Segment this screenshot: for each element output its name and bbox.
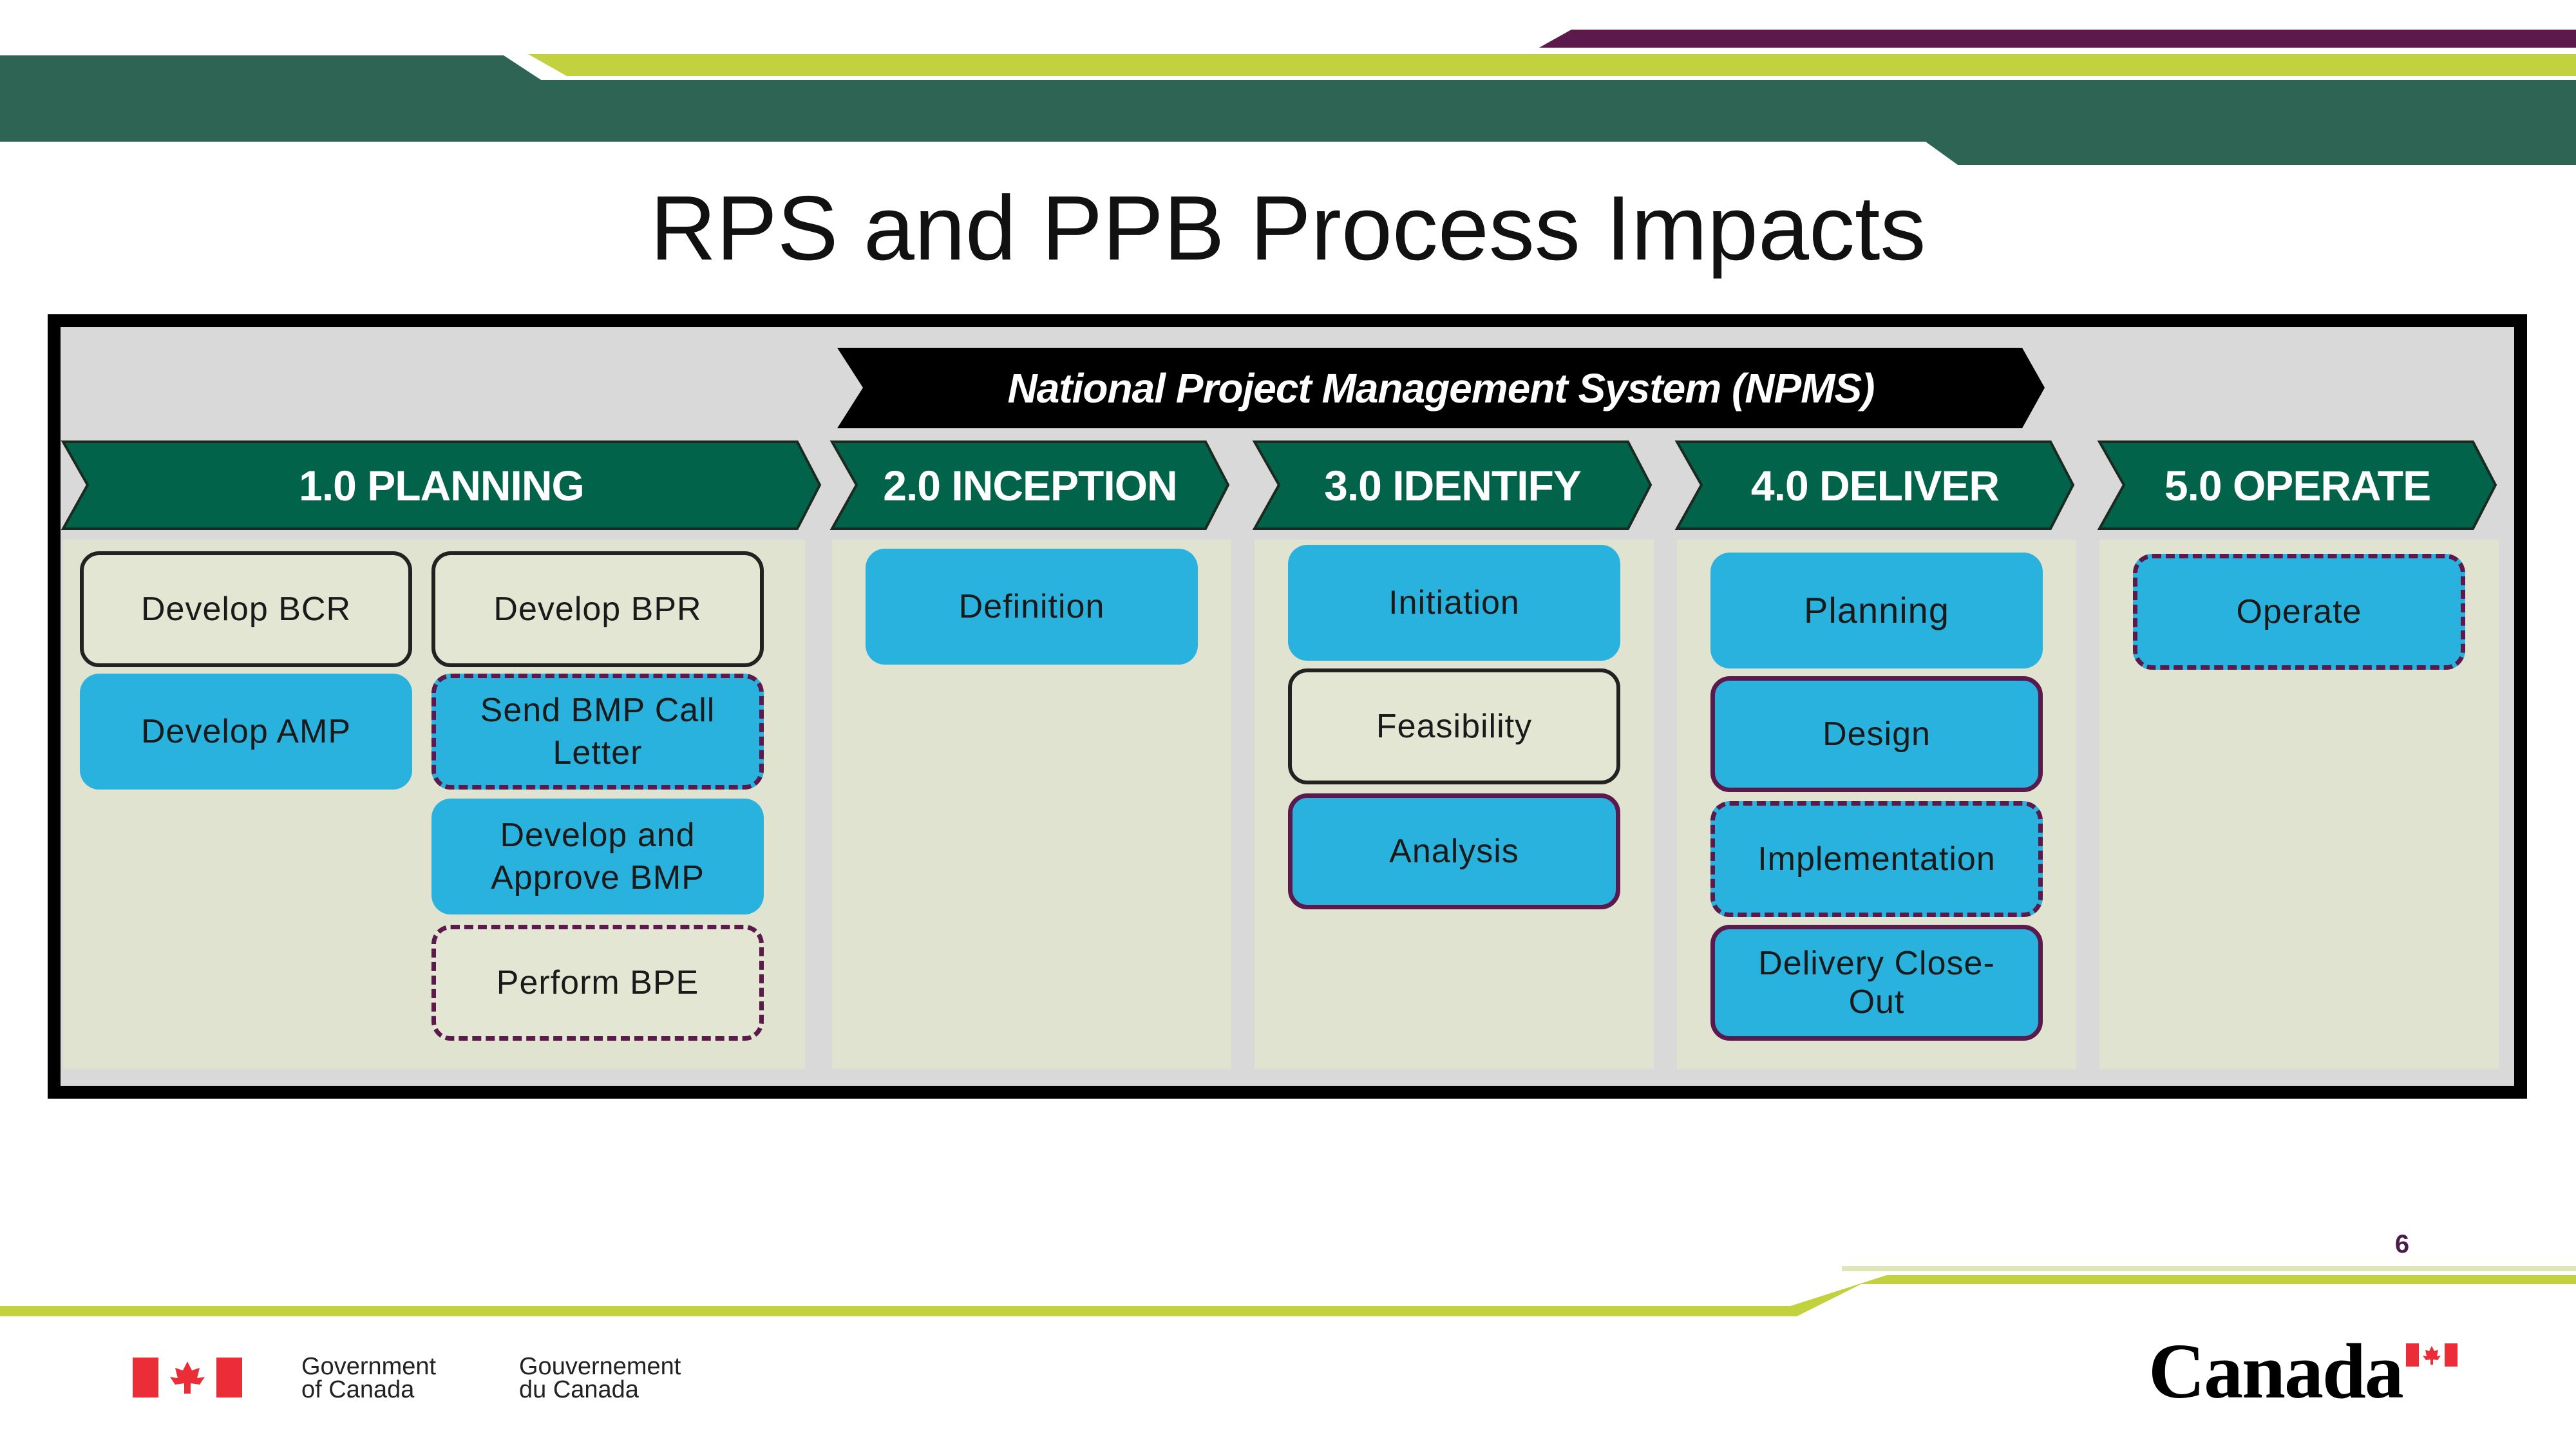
footer-thin-line [1842,1266,2576,1271]
header-band [0,30,2576,165]
header-plum-stripe [1539,30,2576,48]
wordmark-flag-icon [2406,1343,2458,1367]
box-send-bmp-call-letter[interactable]: Send BMP Call Letter [431,674,764,790]
canada-flag-icon [133,1358,242,1397]
gov-en-line2: of Canada [301,1376,415,1403]
box-develop-approve-bmp[interactable]: Develop and Approve BMP [431,799,764,914]
gov-wordmark-en: Government of Canada [301,1353,437,1403]
phase-inception[interactable]: 2.0 INCEPTION [883,461,1177,509]
page-number: 6 [2394,1230,2410,1258]
gov-fr-line2: du Canada [519,1376,639,1403]
box-operate[interactable]: Operate [2133,554,2465,670]
box-definition[interactable]: Definition [866,549,1198,665]
npms-banner: National Project Management System (NPMS… [1007,365,1875,412]
phase-chevron-operate-shape [2097,440,2497,530]
footer-lime-stripe [0,1275,2576,1316]
npms-banner-shape [837,348,2045,428]
gov-wordmark-fr: Gouvernement du Canada [519,1353,681,1403]
gov-fr-line1: Gouvernement [519,1353,681,1380]
box-delivery-close-out[interactable]: Delivery Close-Out [1710,925,2043,1041]
header-green-band [0,55,2576,165]
box-planning[interactable]: Planning [1710,553,2043,668]
box-implementation[interactable]: Implementation [1710,801,2043,917]
box-initiation[interactable]: Initiation [1288,545,1620,661]
phase-identify[interactable]: 3.0 IDENTIFY [1324,461,1582,509]
canada-wordmark: Canada [2148,1328,2404,1415]
header-lime-stripe [528,54,2576,76]
page-title: RPS and PPB Process Impacts [650,177,1926,279]
box-design[interactable]: Design [1710,676,2043,792]
phase-chevron-identify-shape [1252,440,1653,530]
phase-chevron-inception-shape [829,440,1230,530]
footer-band [0,1266,2576,1316]
box-analysis[interactable]: Analysis [1288,793,1620,909]
box-feasibility[interactable]: Feasibility [1288,668,1620,784]
gov-en-line1: Government [301,1353,437,1380]
phase-operate[interactable]: 5.0 OPERATE [2164,461,2431,509]
box-develop-bcr[interactable]: Develop BCR [80,551,412,667]
phase-planning[interactable]: 1.0 PLANNING [299,461,585,509]
phase-chevron-planning-shape [61,440,822,530]
box-perform-bpe[interactable]: Perform BPE [431,925,764,1041]
phase-deliver[interactable]: 4.0 DELIVER [1750,461,2000,509]
box-develop-bpr[interactable]: Develop BPR [431,551,764,667]
phase-chevron-deliver-shape [1674,440,2075,530]
box-develop-amp[interactable]: Develop AMP [80,674,412,790]
